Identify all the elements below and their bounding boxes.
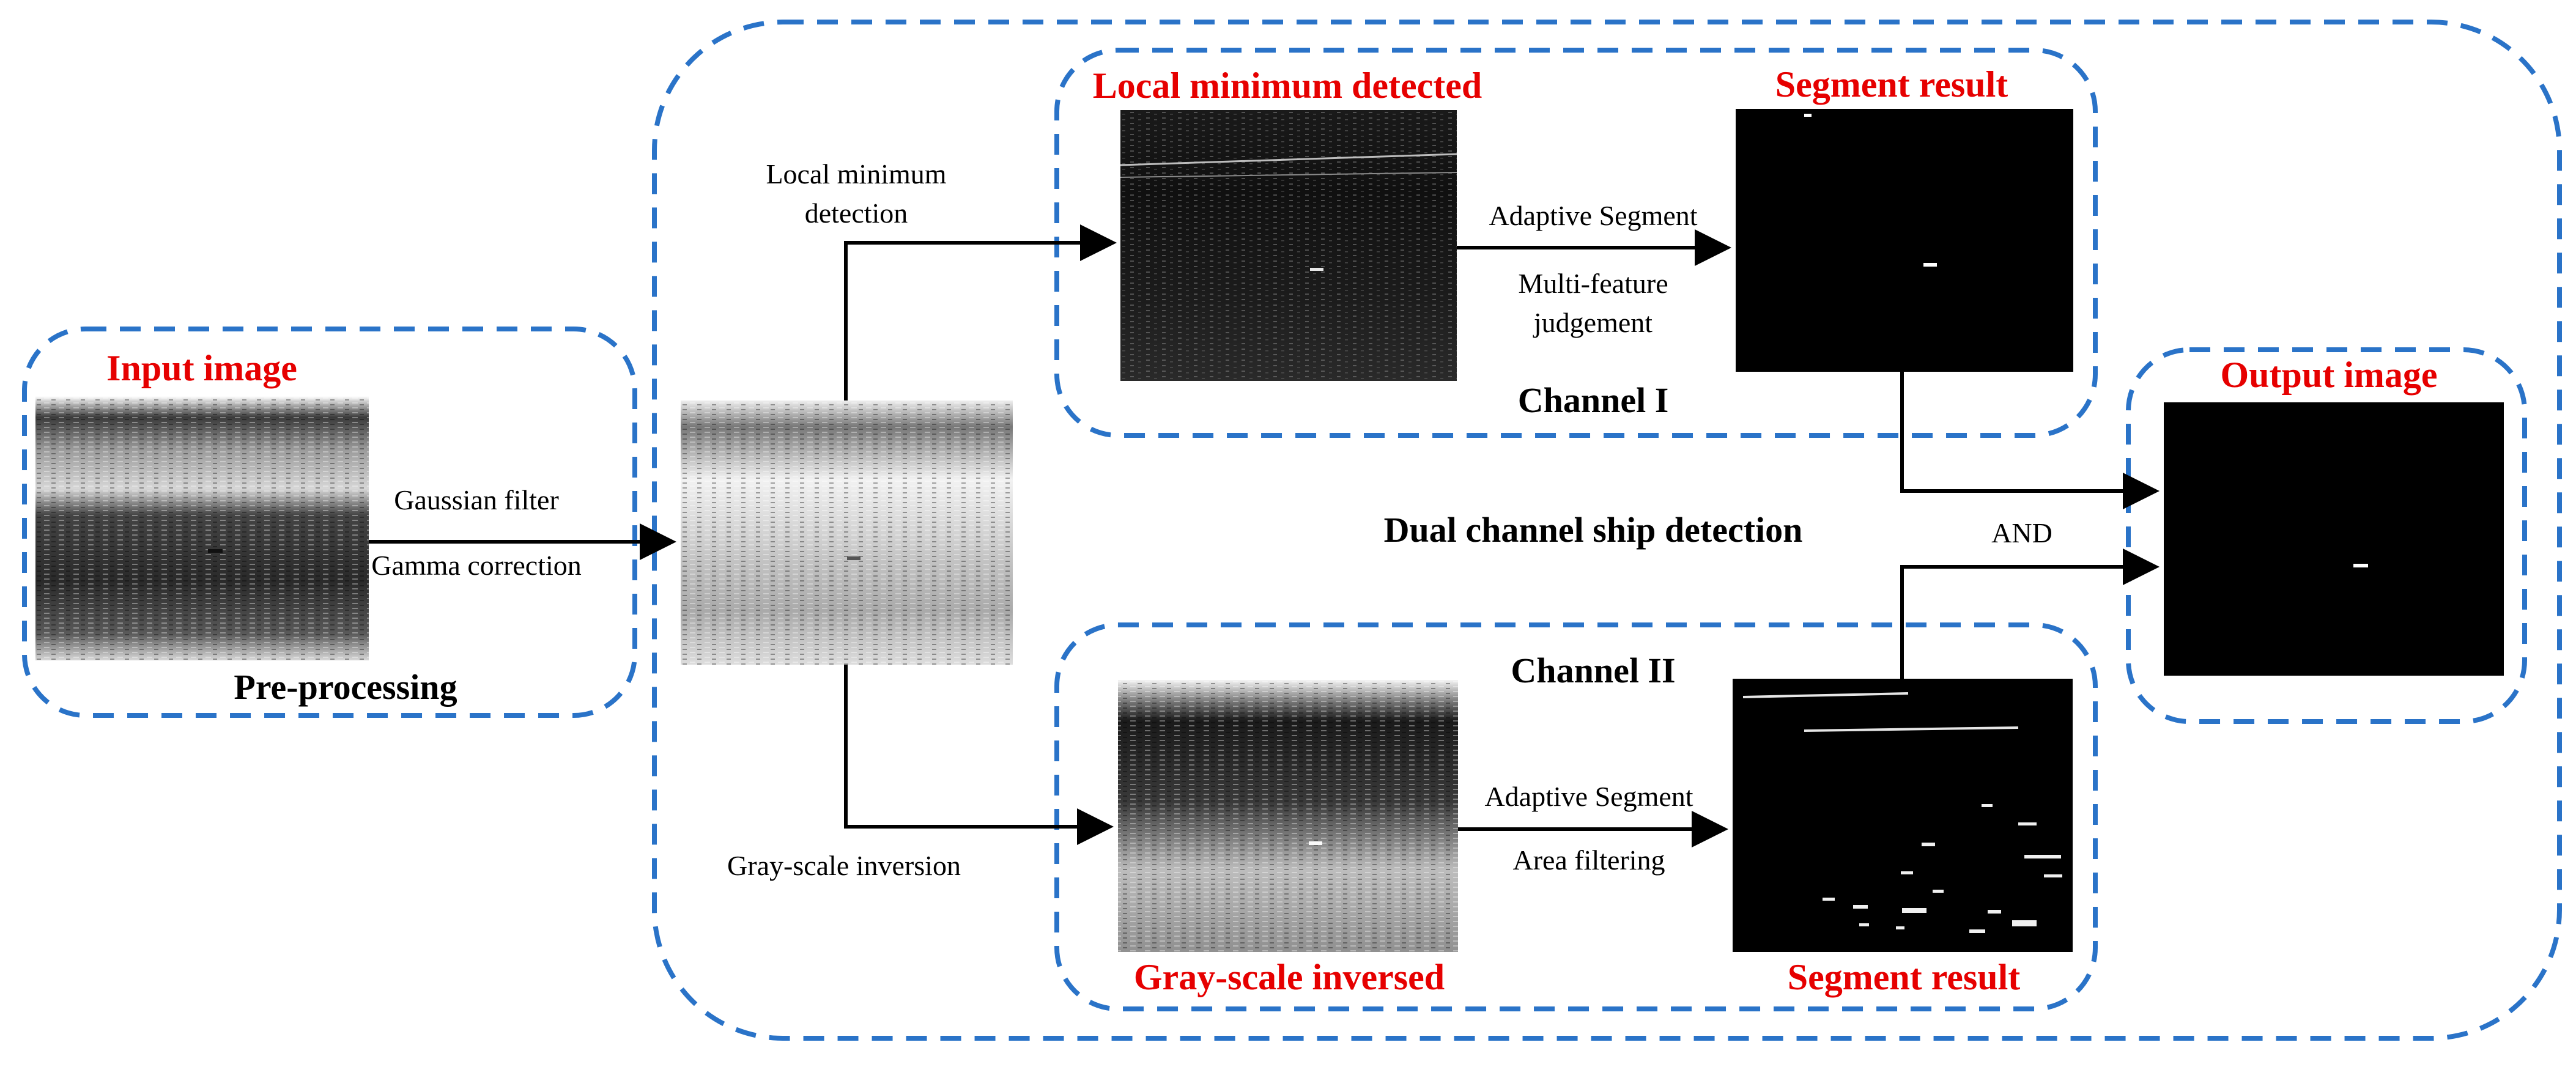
step-gamma-correction: Gamma correction [371, 550, 582, 581]
step-area-filtering: Area filtering [1512, 844, 1665, 876]
preprocessing-group-border [22, 327, 637, 718]
step-multi-feature-2: judgement [1533, 307, 1653, 338]
channel2-segment-title: Segment result [1787, 957, 2021, 997]
input-image [35, 396, 369, 660]
local-minimum-title: Local minimum detected [1092, 65, 1482, 106]
channel1-segment-image [1736, 109, 2073, 372]
channel2-caption: Channel II [1511, 651, 1676, 690]
output-group-border [2126, 347, 2527, 724]
step-ch1-adaptive-segment: Adaptive Segment [1489, 200, 1698, 231]
channel2-group-border [1054, 622, 2098, 1011]
gray-scale-inversed-title: Gray-scale inversed [1133, 957, 1445, 997]
step-multi-feature-1: Multi-feature [1518, 268, 1668, 299]
output-image-title: Output image [2220, 355, 2438, 395]
step-and-merge: AND [1991, 517, 2052, 548]
preprocessed-image [681, 401, 1013, 665]
arrow-to-channel2 [844, 665, 1114, 845]
channel2-segment-image [1733, 679, 2073, 952]
step-ch2-adaptive-segment: Adaptive Segment [1484, 781, 1693, 812]
input-image-title: Input image [106, 348, 297, 388]
dual-channel-caption: Dual channel ship detection [1383, 510, 1803, 550]
output-image-picture [2164, 402, 2504, 676]
arrow-channel1-output [1900, 372, 2160, 509]
arrow-channel2-output [1900, 548, 2160, 679]
preprocessing-caption: Pre-processing [234, 667, 457, 707]
channel1-segment-title: Segment result [1775, 64, 2008, 105]
step-local-minimum-2: detection [804, 198, 908, 229]
step-gray-scale-inversion: Gray-scale inversion [727, 850, 961, 881]
arrow-to-channel1 [844, 224, 1117, 401]
step-local-minimum-1: Local minimum [766, 158, 947, 190]
channel1-caption: Channel I [1517, 380, 1669, 420]
step-gaussian-filter: Gaussian filter [394, 484, 559, 515]
inverted-image [1118, 680, 1458, 952]
local-minimum-image [1120, 110, 1457, 381]
